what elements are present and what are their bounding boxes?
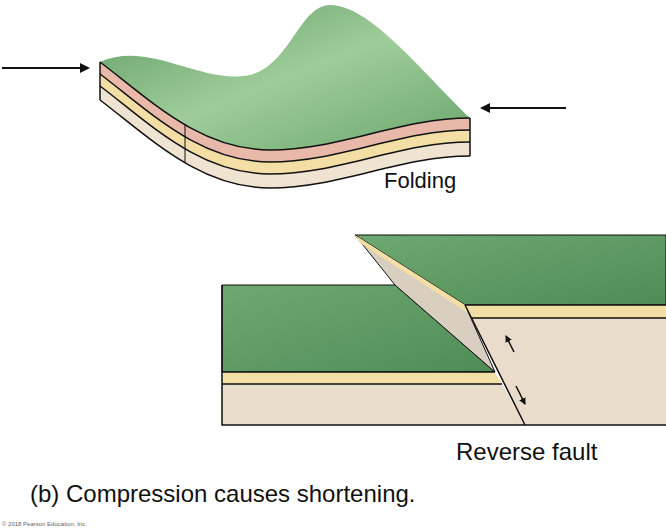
part-label: Folding xyxy=(384,168,456,194)
slip-arrow xyxy=(506,336,514,352)
hanging-wall-front xyxy=(471,318,666,425)
fault-plane-layer xyxy=(355,235,468,313)
caption: (b) Compression causes shortening. xyxy=(30,480,416,508)
footwall-front xyxy=(222,384,525,425)
hanging-wall-layer xyxy=(465,305,666,318)
compression-arrow xyxy=(2,67,88,69)
part-label: Reverse fault xyxy=(456,438,597,466)
slip-arrow xyxy=(516,386,525,404)
fault-plane xyxy=(355,235,495,372)
watermark: © 2018 Pearson Education, Inc. xyxy=(2,521,87,527)
footwall-layer xyxy=(222,372,502,384)
compression-arrow xyxy=(482,107,566,109)
